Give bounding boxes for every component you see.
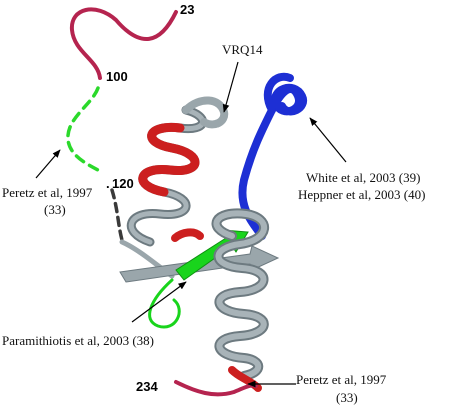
arrow-vrq14 (222, 61, 239, 113)
annotation-paramithiotis: Paramithiotis et al, 2003 (38) (2, 333, 154, 348)
arrow-white-heppner (309, 117, 347, 163)
annotation-vrq14: VRQ14 (222, 42, 263, 57)
residue-100-label: 100 (106, 69, 128, 84)
arrow-peretz-left (35, 149, 61, 179)
residue-23-label: 23 (180, 2, 194, 17)
residue-120-dot: . (106, 176, 110, 191)
residue-234-label: 234 (136, 379, 158, 394)
n-terminal-loop (69, 7, 178, 80)
arrow-paramithiotis (131, 281, 187, 323)
annotation-peretz-right-line1: Peretz et al, 1997 (296, 372, 387, 387)
residue-120-label: 120 (112, 176, 134, 191)
dashed-dark-segment (110, 188, 124, 242)
green-loop (148, 278, 181, 329)
blue-helix-region (238, 72, 308, 240)
annotation-peretz-left-line2: (33) (44, 202, 66, 217)
annotation-heppner: Heppner et al, 2003 (40) (298, 187, 425, 202)
c-terminal-tail (174, 380, 258, 397)
helix-one (126, 96, 229, 247)
annotation-white: White et al, 2003 (39) (306, 170, 420, 185)
annotation-peretz-left-line1: Peretz et al, 1997 (2, 185, 93, 200)
annotation-peretz-right-line2: (33) (336, 390, 358, 405)
dashed-green-segment (66, 86, 104, 174)
